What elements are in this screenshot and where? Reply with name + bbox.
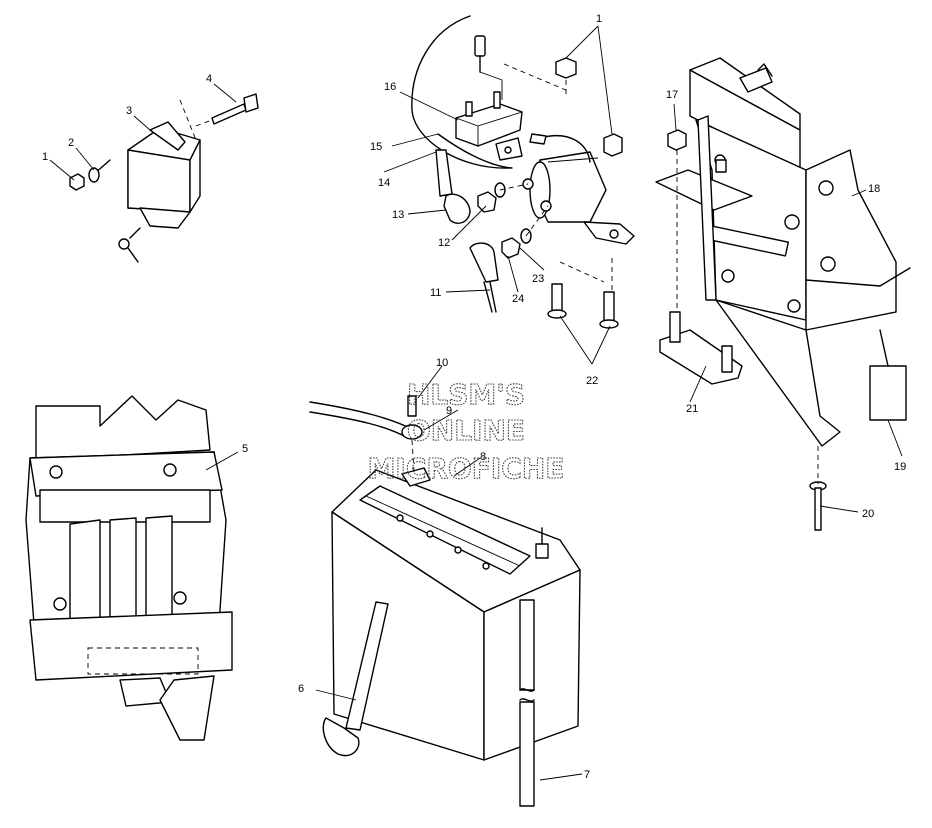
regulator-part <box>69 93 259 263</box>
leader-lines <box>49 25 903 781</box>
callout-24: 24 <box>512 293 524 305</box>
callout-11: 11 <box>430 287 441 299</box>
callout-9: 9 <box>446 405 452 417</box>
watermark-line-2: ONLINE <box>407 414 525 447</box>
callout-13: 13 <box>392 209 404 221</box>
bracket-hardware <box>659 129 907 531</box>
callout-15: 15 <box>370 141 382 153</box>
starter-solenoid <box>435 133 635 245</box>
callout-22: 22 <box>586 375 598 387</box>
callout-21: 21 <box>686 403 698 415</box>
callout-14: 14 <box>378 177 390 189</box>
callout-5: 5 <box>242 443 248 455</box>
watermark-line-1: HLSM'S <box>407 378 525 411</box>
nut-parts <box>503 57 623 157</box>
callout-1-left: 1 <box>42 151 48 163</box>
callout-19: 19 <box>894 461 906 473</box>
callout-17: 17 <box>666 89 678 101</box>
callout-2: 2 <box>68 137 74 149</box>
callout-12: 12 <box>438 237 450 249</box>
watermark-line-3: MICROFICHE <box>368 452 565 485</box>
callout-3: 3 <box>126 105 132 117</box>
callout-1-right: 1 <box>596 13 602 25</box>
callout-18: 18 <box>868 183 880 195</box>
callout-6: 6 <box>298 683 304 695</box>
callout-20: 20 <box>862 508 874 520</box>
watermark: HLSM'S ONLINE MICROFICHE <box>367 377 565 485</box>
mounting-bracket <box>655 57 911 447</box>
cable-and-bolts <box>469 205 619 329</box>
callout-23: 23 <box>532 273 544 285</box>
callout-7: 7 <box>584 769 590 781</box>
callout-4: 4 <box>206 73 212 85</box>
battery-tray <box>25 395 233 741</box>
callout-8: 8 <box>480 451 486 463</box>
solenoid-coil-assembly <box>411 15 523 169</box>
callout-10: 10 <box>436 357 448 369</box>
callout-numbers: 1 2 3 4 5 6 7 8 9 10 11 12 13 14 15 16 1… <box>42 13 906 781</box>
callout-16: 16 <box>384 81 396 93</box>
battery <box>309 395 581 807</box>
